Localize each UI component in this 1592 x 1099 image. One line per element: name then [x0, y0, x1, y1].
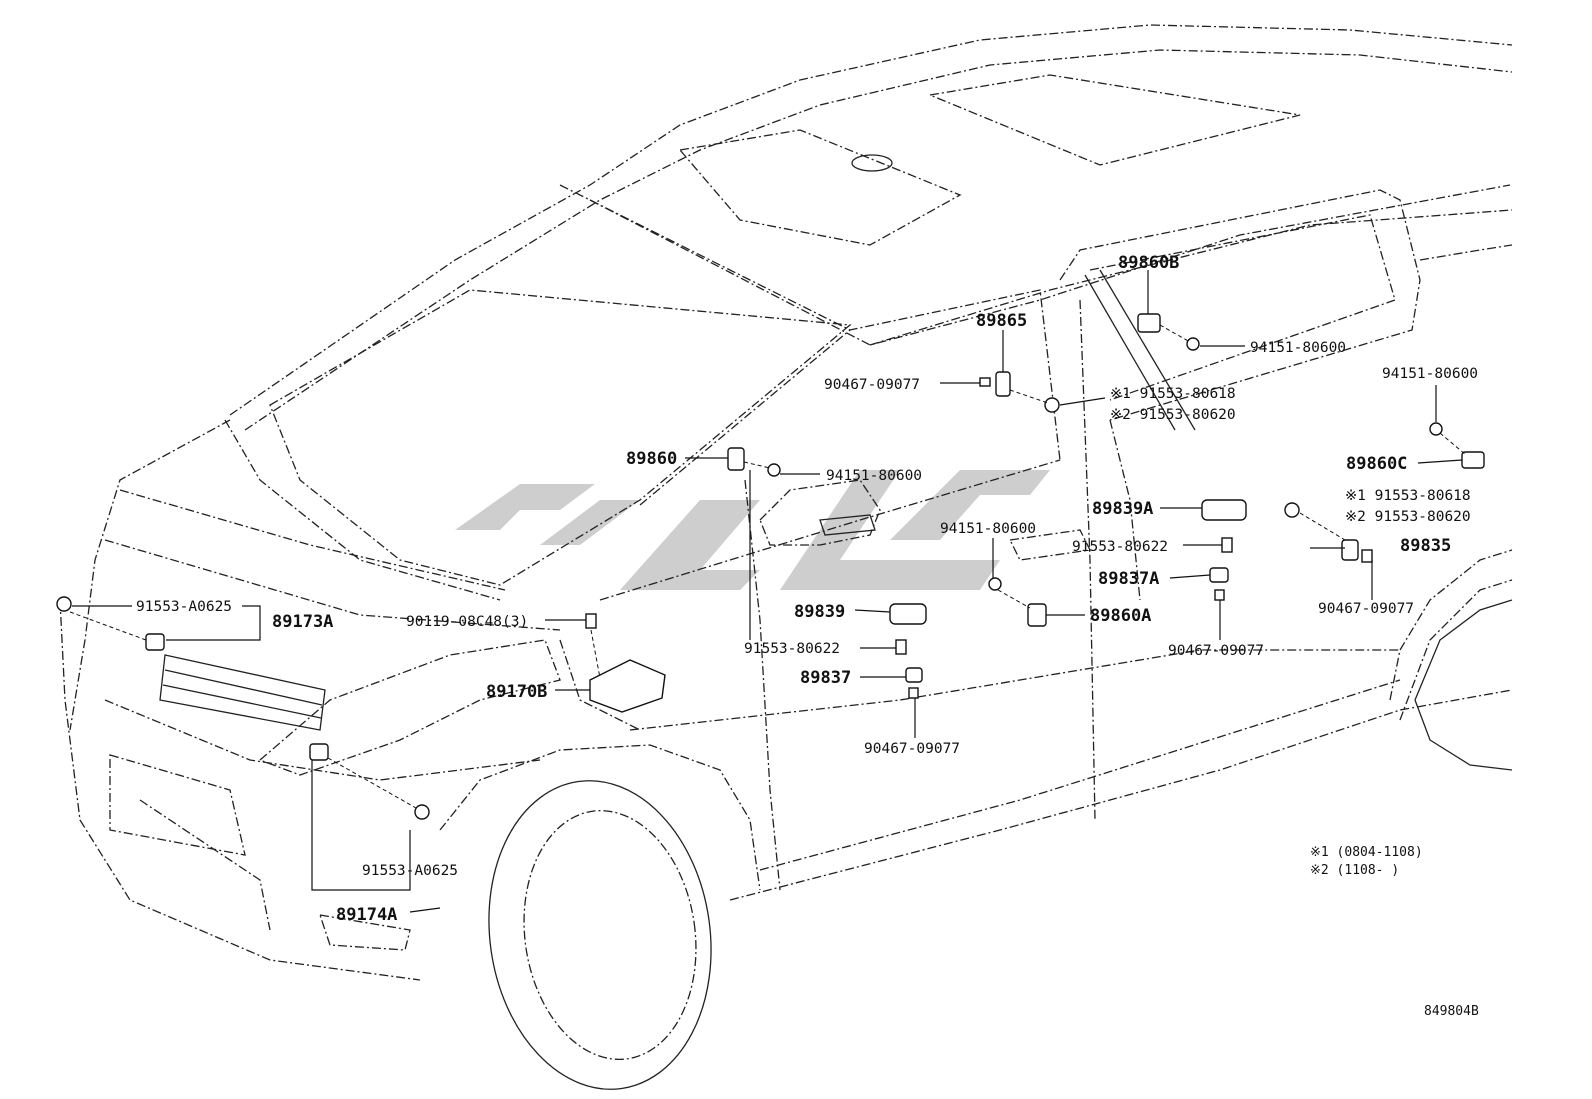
label-91553-80618-b: ※1 91553-80618 [1345, 488, 1471, 504]
sensor-89860-shape [727, 447, 745, 471]
label-94151-80600-b: 94151-80600 [1382, 366, 1478, 382]
label-94151-80600-d: 94151-80600 [940, 521, 1036, 537]
sensor-89865-shape [995, 371, 1011, 397]
bolt-80622-shape [1221, 537, 1233, 553]
note-1: ※1 (0804-1108) [1310, 845, 1423, 860]
figure-code: 849804B [1424, 1004, 1479, 1019]
label-89860C: 89860C [1346, 454, 1407, 474]
watermark-logo [455, 470, 1050, 590]
label-91553-A0625-a: 91553-A0625 [136, 599, 232, 615]
label-94151-80600-c: 94151-80600 [826, 468, 922, 484]
part-labels: 89860B 94151-80600 89865 90467-09077 ※1 … [136, 253, 1478, 925]
bolt-09077-shape-3 [908, 687, 919, 699]
label-89860: 89860 [626, 449, 677, 469]
ecu-89170B-shape [589, 659, 666, 713]
sensor-89837-shape [905, 667, 923, 683]
label-89837: 89837 [800, 668, 851, 688]
bolt-A0625-shape [56, 596, 72, 612]
label-90467-09077-b: 90467-09077 [1318, 601, 1414, 617]
notes: ※1 (0804-1108) ※2 (1108- ) 849804B [1310, 845, 1479, 1019]
sensor-89860C-shape [1461, 451, 1485, 469]
vehicle-outline [59, 24, 1513, 1090]
label-89860B: 89860B [1118, 253, 1179, 273]
label-91553-80618-a: ※1 91553-80618 [1110, 386, 1236, 402]
label-89860A: 89860A [1090, 606, 1151, 626]
nut-shape-2 [767, 463, 781, 477]
sensor-89860B-shape [1137, 313, 1161, 333]
bolt-shape [979, 377, 991, 387]
label-90467-09077-a: 90467-09077 [824, 377, 920, 393]
label-89170B: 89170B [486, 682, 547, 702]
bolt-head-shape-2 [1284, 502, 1300, 518]
sensor-89860A-shape [1027, 603, 1047, 627]
label-91553-80622-a: 91553-80622 [1072, 539, 1168, 555]
sensor-89835-shape [1341, 539, 1359, 561]
parts [56, 313, 1485, 820]
sensor-89174A-shape [309, 743, 329, 761]
bolt-head-shape [1044, 397, 1060, 413]
sensor-89839-shape [889, 603, 927, 625]
label-89173A: 89173A [272, 612, 333, 632]
sensor-89839A-shape [1201, 499, 1247, 521]
bolt-80622-shape-2 [895, 639, 907, 655]
sensor-89837A-shape [1209, 567, 1229, 583]
label-89837A: 89837A [1098, 569, 1159, 589]
label-89865: 89865 [976, 311, 1027, 331]
label-91553-A0625-b: 91553-A0625 [362, 863, 458, 879]
bolt-09077-shape-2 [1214, 589, 1225, 601]
label-91553-80620-b: ※2 91553-80620 [1345, 509, 1471, 525]
label-91553-80620-a: ※2 91553-80620 [1110, 407, 1236, 423]
note-2: ※2 (1108- ) [1310, 863, 1399, 878]
bolt-09077-shape [1361, 549, 1373, 563]
label-89839A: 89839A [1092, 499, 1153, 519]
label-90467-09077-d: 90467-09077 [864, 741, 960, 757]
label-89839: 89839 [794, 602, 845, 622]
leader-lines [69, 270, 1467, 913]
sensor-89173A-shape [145, 633, 165, 651]
label-90119-08C48: 90119-08C48(3) [406, 614, 528, 630]
nut-shape-4 [988, 577, 1002, 591]
bolt-A0625-shape-2 [414, 804, 430, 820]
label-89174A: 89174A [336, 905, 397, 925]
bolt-08C48-shape [585, 613, 597, 629]
label-91553-80622-b: 91553-80622 [744, 641, 840, 657]
label-94151-80600-a: 94151-80600 [1250, 340, 1346, 356]
label-90467-09077-c: 90467-09077 [1168, 643, 1264, 659]
nut-shape-3 [1429, 422, 1443, 436]
nut-shape [1186, 337, 1200, 351]
label-89835: 89835 [1400, 536, 1451, 556]
